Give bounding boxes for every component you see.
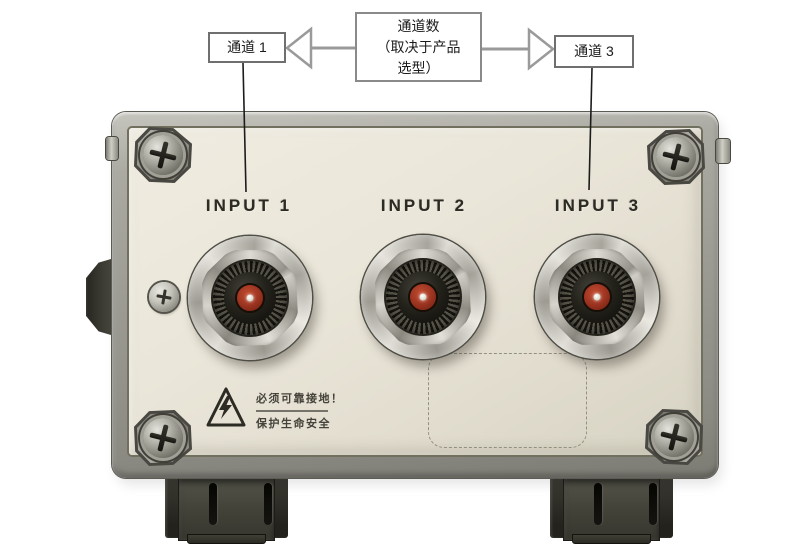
foot-slot (594, 483, 602, 525)
center-pin (593, 293, 601, 301)
channel-count-line-1: 通道数 (397, 17, 440, 34)
center-pin (419, 293, 427, 301)
warning-divider (256, 410, 328, 412)
phillips-screw-icon (143, 135, 183, 175)
foot-base-lip (187, 534, 266, 544)
input-1-label: INPUT 1 (205, 196, 293, 215)
phillips-screw-icon (656, 137, 696, 177)
channel-count-line-3: 选型） (397, 59, 440, 76)
foot-fin (270, 478, 288, 538)
callout-box-channel-3: 通道 3 (554, 35, 634, 68)
right-arrowhead-icon (527, 27, 556, 71)
foot-slot (649, 483, 657, 525)
side-stud-right (716, 139, 730, 163)
foot-fin (550, 478, 568, 538)
bnc-connector-input-2 (361, 235, 485, 359)
high-voltage-warning-icon (206, 387, 246, 427)
center-pin (246, 294, 254, 302)
callout-box-channel-1: 通道 1 (208, 32, 286, 63)
side-stud-left (106, 137, 118, 160)
input-2-label: INPUT 2 (380, 196, 468, 215)
foot-body (564, 478, 659, 540)
foot-slot (209, 483, 217, 525)
callout-channel-1-label: 通道 1 (227, 39, 267, 55)
callout-channel-count-label: 通道数 （取决于产品 选型） (377, 16, 461, 79)
warning-text-line-2: 保护生命安全 (256, 417, 331, 430)
foot-base-lip (572, 534, 651, 544)
callout-box-channel-count: 通道数 （取决于产品 选型） (355, 12, 482, 82)
grounding-warning-label: 必须可靠接地！ 保护生命安全 (206, 386, 344, 431)
foot-fin (655, 478, 673, 538)
panel-screw-icon (149, 282, 179, 312)
callout-channel-3-label: 通道 3 (574, 43, 614, 59)
foot-slot (264, 483, 272, 525)
foot-body (179, 478, 274, 540)
mounting-feet-left (165, 478, 288, 544)
left-arrowhead-icon (284, 26, 313, 70)
channel-count-line-2: （取决于产品 (376, 38, 461, 55)
warning-text-line-1: 必须可靠接地！ (256, 393, 344, 405)
bnc-connector-input-1 (188, 236, 312, 360)
phillips-screw-icon (143, 418, 183, 458)
dashed-outline-zone (428, 353, 587, 448)
mounting-feet-right (550, 478, 673, 544)
phillips-screw-icon (654, 417, 694, 457)
foot-fin (165, 478, 183, 538)
input-3-label: INPUT 3 (554, 196, 642, 215)
bnc-connector-input-3 (535, 235, 659, 359)
